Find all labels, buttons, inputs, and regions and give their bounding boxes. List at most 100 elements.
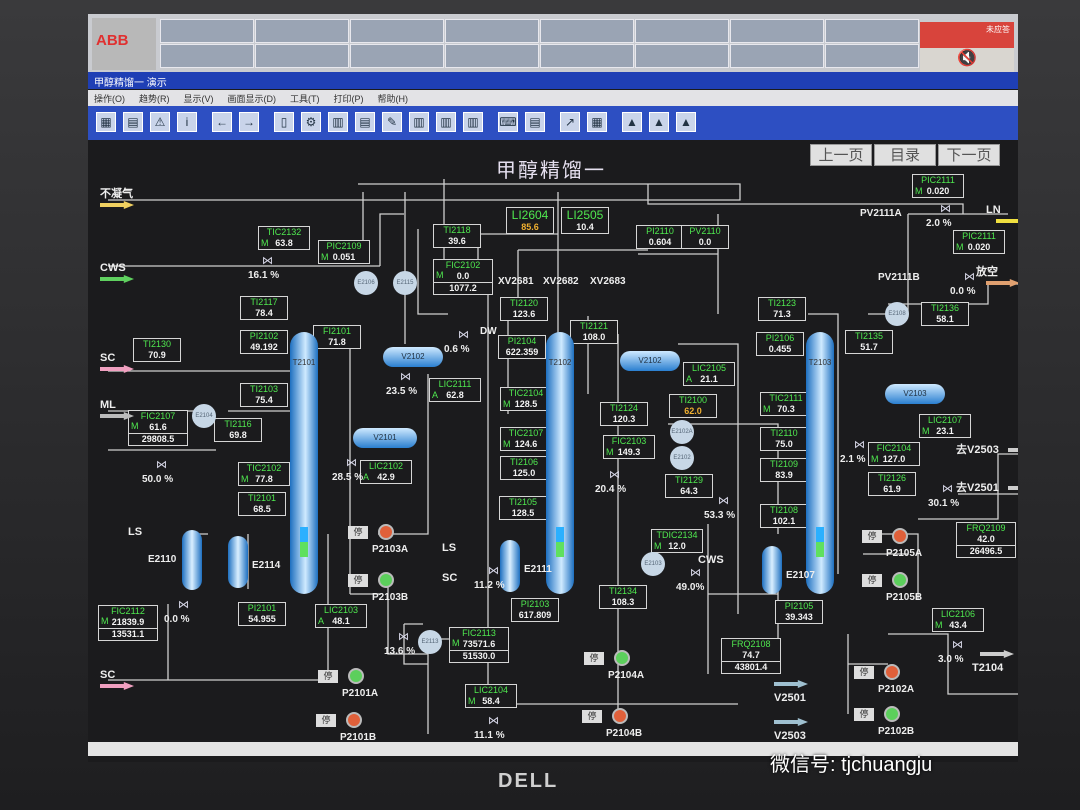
control-valve-icon[interactable]: ⋈ [952,639,963,651]
alarm-cell[interactable] [825,19,919,43]
alarm-cell[interactable] [730,19,824,43]
report-icon[interactable]: ▤ [355,112,375,132]
control-valve-icon[interactable]: ⋈ [400,371,411,383]
alarm-cell[interactable] [540,19,634,43]
alarm-cell[interactable] [540,44,634,68]
print-icon[interactable]: ▤ [525,112,545,132]
control-valve-icon[interactable]: ⋈ [458,329,469,341]
alarm-cell[interactable] [445,44,539,68]
next-page-button[interactable]: 下一页 [938,144,1000,166]
control-valve-icon[interactable]: ⋈ [964,271,975,283]
unacknowledged-alarm-button[interactable]: 未应答 [920,22,1014,48]
grid-icon[interactable]: ▦ [96,112,116,132]
control-valve-icon[interactable]: ⋈ [854,439,865,451]
stop-button[interactable]: 停 [862,574,882,587]
alarm-cell[interactable] [255,19,349,43]
control-valve-icon[interactable]: ⋈ [940,203,951,215]
heat-exchanger[interactable]: E2113 [418,630,442,654]
alarm-cell[interactable] [350,44,444,68]
pump-p2103b[interactable] [378,572,394,588]
keyboard-icon[interactable]: ⌨ [498,112,518,132]
stop-button[interactable]: 停 [348,526,368,539]
control-valve-icon[interactable]: ⋈ [690,567,701,579]
pump-p2102a[interactable] [884,664,900,680]
pump-p2104a[interactable] [614,650,630,666]
trend-icon[interactable]: ↗ [560,112,580,132]
pump-p2101b[interactable] [346,712,362,728]
warning-icon[interactable]: ⚠ [150,112,170,132]
control-valve-icon[interactable]: ⋈ [609,469,620,481]
stop-button[interactable]: 停 [854,708,874,721]
chart3-icon[interactable]: ▥ [463,112,483,132]
alarm-cell[interactable] [255,44,349,68]
alarm-active-icon[interactable]: ▲ [649,112,669,132]
stop-button[interactable]: 停 [854,666,874,679]
vessel[interactable]: V2102 [620,351,680,371]
alarm-cell[interactable] [350,19,444,43]
alarm-cell[interactable] [445,19,539,43]
stop-button[interactable]: 停 [862,530,882,543]
alarm-up-icon[interactable]: ▲ [622,112,642,132]
stop-button[interactable]: 停 [316,714,336,727]
heat-exchanger[interactable]: E2106 [354,271,378,295]
stop-button[interactable]: 停 [318,670,338,683]
table-icon[interactable]: ▥ [328,112,348,132]
heat-exchanger[interactable]: E2108 [885,302,909,326]
alarm-cell[interactable] [160,19,254,43]
menu-item[interactable]: 画面显示(D) [227,94,277,104]
mute-speaker-icon[interactable]: 🔇 [920,48,1014,72]
stop-button[interactable]: 停 [348,574,368,587]
prev-page-button[interactable]: 上一页 [810,144,872,166]
pump-p2101a[interactable] [348,668,364,684]
control-valve-icon[interactable]: ⋈ [156,459,167,471]
vertical-exchanger[interactable] [228,536,248,588]
control-valve-icon[interactable]: ⋈ [488,565,499,577]
stop-button[interactable]: 停 [584,652,604,665]
forward-icon[interactable]: → [239,112,259,132]
vessel[interactable]: V2101 [353,428,417,448]
chart2-icon[interactable]: ▥ [436,112,456,132]
layout-icon[interactable]: ▦ [587,112,607,132]
menu-item[interactable]: 趋势(R) [139,94,170,104]
vessel[interactable]: V2102 [383,347,443,367]
info-icon[interactable]: i [177,112,197,132]
menu-item[interactable]: 帮助(H) [377,94,409,104]
menu-item[interactable]: 操作(O) [94,94,125,104]
menu-item[interactable]: 工具(T) [290,94,320,104]
